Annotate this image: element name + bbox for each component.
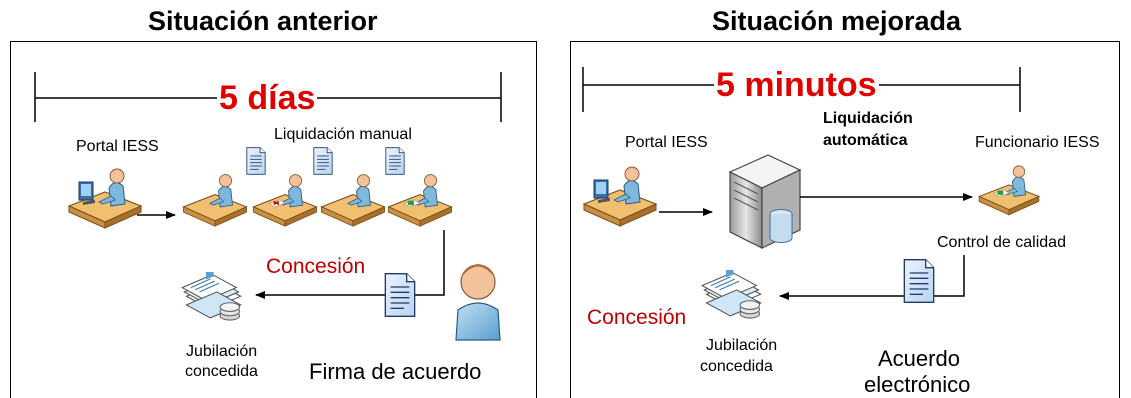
left-title: Situación anterior xyxy=(148,6,378,36)
auto-process-label-1: Liquidación xyxy=(823,110,913,127)
doc-icon-3 xyxy=(385,147,405,175)
manual-worker-4-icon xyxy=(389,175,452,227)
auto-process-label-2: automática xyxy=(823,132,908,149)
right-pension-icon xyxy=(701,270,762,319)
agreement-label-2: electrónico xyxy=(864,372,971,397)
left-pension-icon xyxy=(181,272,242,321)
left-agreement-document-icon xyxy=(384,272,416,318)
right-portal-worker-icon xyxy=(584,167,656,226)
quality-control-label: Control de calidad xyxy=(937,234,1066,251)
agreement-label-1: Acuerdo xyxy=(878,346,960,371)
left-portal-worker-icon xyxy=(69,169,141,228)
server-icon xyxy=(728,154,802,249)
right-panel xyxy=(570,41,1120,398)
left-result-label-1: Jubilación xyxy=(186,343,258,360)
left-panel xyxy=(10,41,537,398)
right-concession-label: Concesión xyxy=(587,306,687,329)
right-result-label-2: concedida xyxy=(700,358,773,375)
left-concession-label: Concesión xyxy=(266,255,366,278)
right-portal-label: Portal IESS xyxy=(625,134,708,151)
officer-label: Funcionario IESS xyxy=(975,134,1100,151)
signer-person-icon xyxy=(455,264,501,341)
left-duration: 5 días xyxy=(217,79,318,117)
right-title: Situación mejorada xyxy=(712,6,962,36)
signature-label: Firma de acuerdo xyxy=(309,359,482,384)
manual-worker-1-icon xyxy=(182,173,248,227)
manual-worker-3-icon xyxy=(320,173,386,227)
officer-worker-icon xyxy=(979,166,1039,215)
left-result-label-2: concedida xyxy=(185,363,258,380)
manual-process-label: Liquidación manual xyxy=(274,126,412,143)
doc-icon-1 xyxy=(246,147,266,175)
left-portal-label: Portal IESS xyxy=(76,138,159,155)
right-result-label-1: Jubilación xyxy=(706,337,778,354)
doc-icon-2 xyxy=(313,147,333,175)
right-duration: 5 minutos xyxy=(714,66,879,104)
manual-worker-2-icon xyxy=(254,175,317,227)
right-agreement-document-icon xyxy=(903,258,935,304)
